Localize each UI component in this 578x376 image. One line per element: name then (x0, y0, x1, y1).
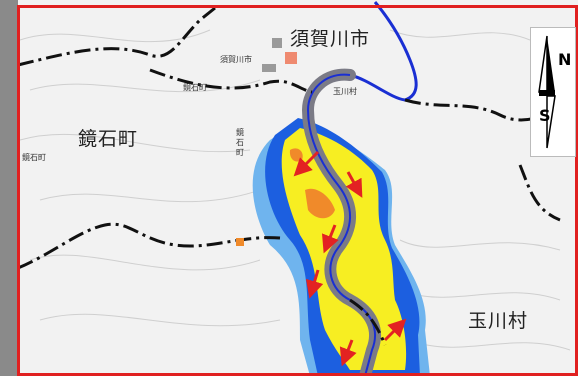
small-label-kagamiishi-top: 鏡石町 (183, 83, 207, 92)
building-block (272, 38, 282, 48)
flow-arrow-icon (293, 150, 320, 177)
flow-arrow-icon (305, 269, 324, 299)
map-frame-border (17, 5, 578, 376)
building-block-highlight (236, 238, 244, 246)
small-label-kagamiishi-vertical: 鏡石町 (236, 128, 244, 157)
place-label-sukagawa: 須賀川市 (290, 28, 371, 50)
place-label-kagamiishi: 鏡石町 (78, 128, 139, 150)
river-upstream (349, 1, 418, 102)
north-arrow-panel: N S (530, 27, 576, 157)
flow-arrow-icon (339, 339, 357, 367)
building-block-highlight (285, 52, 297, 64)
flow-arrow-icon (345, 171, 363, 198)
south-label: S (539, 106, 551, 125)
small-label-kagamiishi-left: 鏡石町 (22, 153, 46, 162)
flow-arrows (293, 150, 407, 367)
building-block (262, 64, 276, 72)
flood-orange-area (305, 188, 335, 219)
small-label-sukagawa: 須賀川市 (220, 55, 252, 64)
small-label-tamakawa: 玉川村 (333, 87, 357, 96)
flow-arrow-icon (383, 318, 407, 342)
left-aerial-strip (0, 0, 18, 376)
flow-arrow-icon (321, 224, 339, 254)
north-label: N (558, 50, 572, 69)
place-label-tamakawa: 玉川村 (468, 310, 529, 332)
north-arrow-icon (538, 35, 556, 149)
